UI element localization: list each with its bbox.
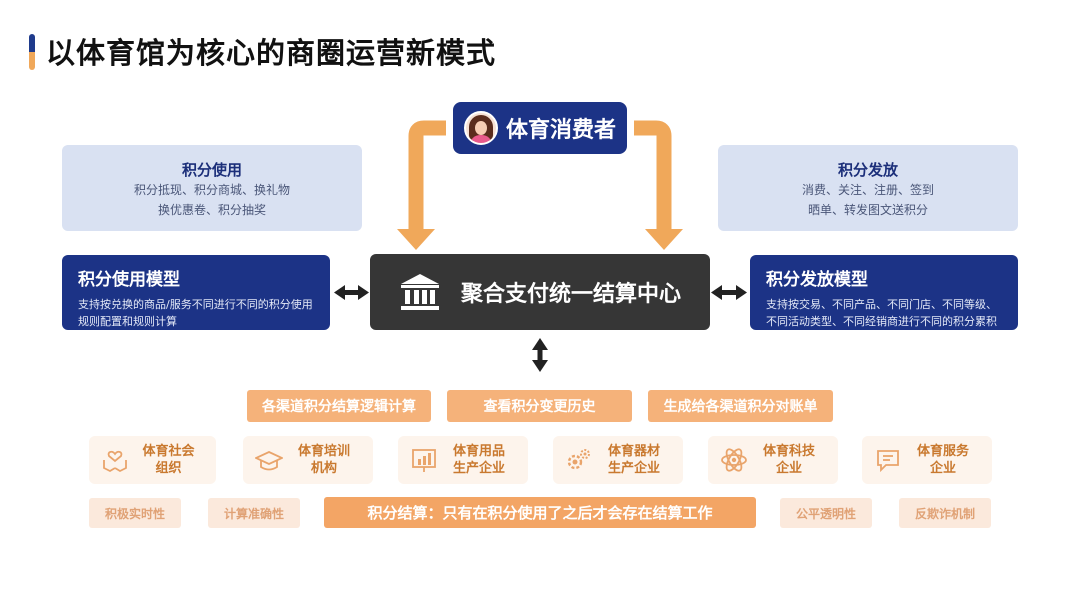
points-usage-line: 积分抵现、积分商城、换礼物 [133,183,290,197]
enterprise-card: 体育用品生产企业 [398,436,528,484]
function-pill: 各渠道积分结算逻辑计算 [247,390,431,422]
settlement-note: 积分结算：只有在积分使用了之后才会存在结算工作 [324,497,756,528]
enterprise-label: 体育服务企业 [916,444,969,476]
page-title: 以体育馆为核心的商圈运营新模式 [46,36,497,70]
enterprise-label: 体育用品生产企业 [452,444,505,476]
function-pill: 生成给各渠道积分对账单 [648,390,833,422]
feature-tag: 计算准确性 [208,498,300,528]
settlement-center-label: 聚合支付统一结算中心 [460,282,681,307]
usage-model-title: 积分使用模型 [78,270,180,290]
usage-model-desc: 支持按兑换的商品/服务不同进行不同的积分使用规则配置和规则计算 [78,298,313,328]
enterprise-label: 体育培训机构 [297,444,350,476]
enterprise-label: 体育科技企业 [762,444,815,476]
enterprise-card: 体育服务企业 [862,436,992,484]
feature-tag: 反欺诈机制 [899,498,991,528]
usage-model-box: 积分使用模型 支持按兑换的商品/服务不同进行不同的积分使用规则配置和规则计算 [62,255,330,330]
settlement-center-node: 聚合支付统一结算中心 [370,254,710,330]
arrow-consumer-to-center-left-head [397,229,435,250]
enterprise-label: 体育社会组织 [142,444,195,476]
enterprise-card: 体育器材生产企业 [553,436,683,484]
function-pill: 查看积分变更历史 [447,390,632,422]
enterprise-card: 体育科技企业 [708,436,838,484]
points-issue-line: 消费、关注、注册、签到 [801,183,934,197]
points-issue-box: 积分发放 消费、关注、注册、签到 晒单、转发图文送积分 [718,145,1018,231]
bank-icon [400,274,439,310]
issue-model-box: 积分发放模型 支持按交易、不同产品、不同门店、不同等级、不同活动类型、不同经销商… [750,255,1018,330]
consumer-node: 体育消费者 [453,102,627,154]
double-arrow-right [711,285,747,300]
graduation-cap-icon [255,451,283,471]
consumer-avatar-icon [463,111,498,145]
message-icon [877,450,899,473]
points-usage-title: 积分使用 [181,161,242,179]
double-arrow-left [334,285,369,300]
enterprise-label: 体育器材生产企业 [607,444,660,476]
issue-model-title: 积分发放模型 [766,270,868,290]
enterprise-card: 体育培训机构 [243,436,373,484]
enterprise-card: 体育社会组织 [89,436,216,484]
consumer-label: 体育消费者 [505,118,616,143]
arrow-consumer-to-center-left [408,120,446,232]
double-arrow-vertical [532,338,548,372]
atom-icon [721,448,747,472]
points-issue-title: 积分发放 [837,161,898,179]
chart-board-icon [412,449,436,472]
points-issue-line: 晒单、转发图文送积分 [807,203,928,217]
title-accent-bar [29,34,35,70]
points-usage-box: 积分使用 积分抵现、积分商城、换礼物 换优惠卷、积分抽奖 [62,145,362,231]
hands-heart-icon [103,450,127,473]
issue-model-desc: 支持按交易、不同产品、不同门店、不同等级、不同活动类型、不同经销商进行不同的积分… [766,298,997,328]
arrow-consumer-to-center-right [634,120,672,232]
points-usage-line: 换优惠卷、积分抽奖 [157,203,266,217]
arrow-consumer-to-center-right-head [645,229,683,250]
gears-icon [567,449,590,470]
feature-tag: 积极实时性 [89,498,181,528]
feature-tag: 公平透明性 [780,498,872,528]
